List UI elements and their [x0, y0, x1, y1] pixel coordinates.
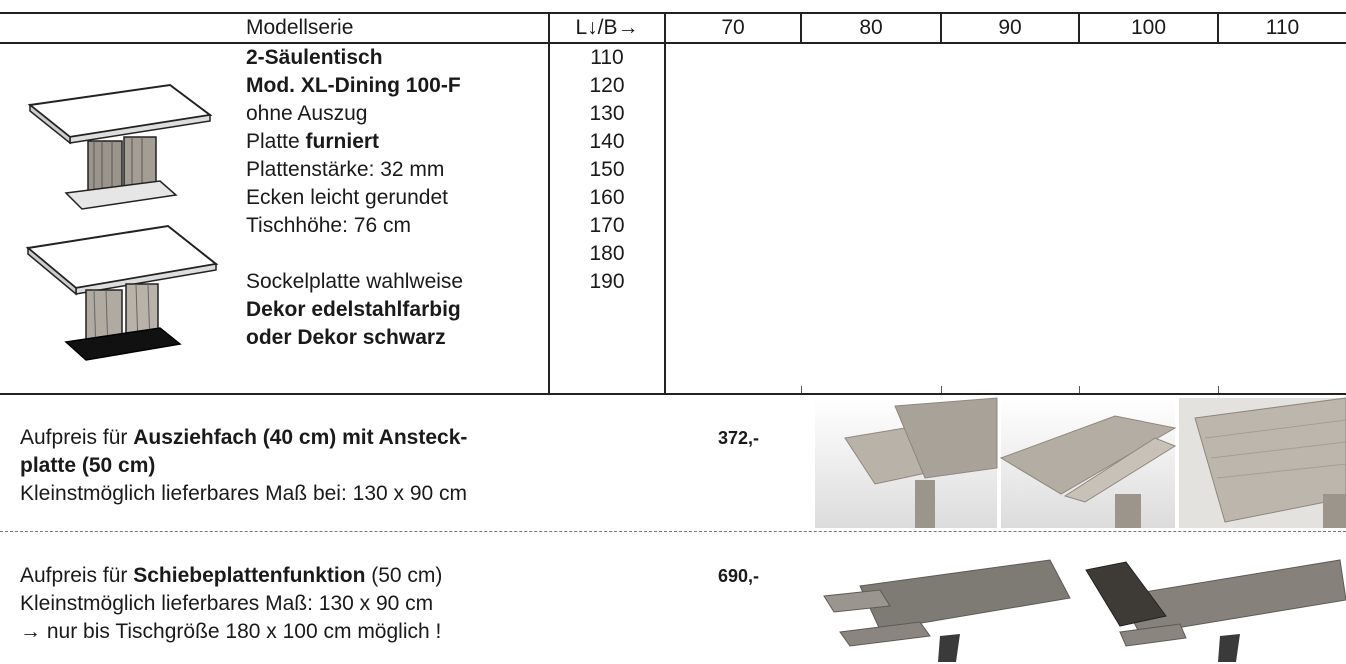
length-120: 120 — [589, 74, 625, 97]
option-sliding-line1: Aufpreis für Schiebeplattenfunktion (50 … — [20, 564, 443, 587]
col-divider-70 — [800, 12, 802, 44]
width-90: 90 — [998, 16, 1022, 39]
length-180: 180 — [589, 242, 625, 265]
length-190: 190 — [589, 270, 625, 293]
length-list: 110 120 130 140 150 160 170 180 190 — [582, 44, 632, 296]
product-line-extension: ohne Auszug — [246, 102, 368, 125]
product-line-corners: Ecken leicht gerundet — [246, 186, 448, 209]
extension-leaf-photos — [815, 397, 1346, 528]
axis-header: L↓/B→ — [575, 16, 639, 39]
table-black-base-illustration-icon — [25, 224, 219, 361]
product-line-base: Sockelplatte wahlweise — [246, 270, 464, 293]
width-100: 100 — [1130, 16, 1167, 39]
table-illustration-icon — [27, 83, 213, 210]
product-line-veneer: Platte furniert — [246, 130, 380, 153]
main-row-bottom-border — [0, 393, 1346, 395]
col-divider-axis — [664, 12, 666, 394]
model-header: Modellserie — [246, 16, 354, 39]
product-line-spacer — [246, 240, 463, 268]
col-divider-model — [548, 12, 550, 394]
table-top-border — [0, 12, 1346, 14]
col-divider-100 — [1217, 12, 1219, 44]
option-extension-line2: platte (50 cm) — [20, 454, 156, 477]
length-160: 160 — [589, 186, 625, 209]
col-divider-80 — [940, 12, 942, 44]
option-extension-line1: Aufpreis für Ausziehfach (40 cm) mit Ans… — [20, 426, 468, 449]
col-tick — [801, 386, 802, 393]
option-sliding-text: Aufpreis für Schiebeplattenfunktion (50 … — [20, 562, 442, 646]
length-110: 110 — [590, 46, 624, 69]
width-70: 70 — [721, 16, 745, 39]
width-80: 80 — [859, 16, 883, 39]
option-sliding-note1: Kleinstmöglich lieferbares Maß: 130 x 90… — [20, 592, 434, 615]
option-sliding-note2: → nur bis Tischgröße 180 x 100 cm möglic… — [20, 620, 442, 643]
option-extension-price: 372,- — [718, 428, 760, 448]
length-130: 130 — [589, 102, 625, 125]
product-line-thickness: Plattenstärke: 32 mm — [246, 158, 445, 181]
option-extension-text: Aufpreis für Ausziehfach (40 cm) mit Ans… — [20, 424, 467, 508]
col-tick — [1218, 386, 1219, 393]
product-title-line2: Mod. XL-Dining 100-F — [246, 74, 461, 97]
header-bottom-border — [0, 42, 1346, 44]
section-divider — [0, 531, 1346, 532]
option-extension-note: Kleinstmöglich lieferbares Maß bei: 130 … — [20, 482, 468, 505]
length-150: 150 — [589, 158, 625, 181]
length-140: 140 — [589, 130, 625, 153]
col-divider-90 — [1078, 12, 1080, 44]
sliding-top-photos — [823, 559, 1346, 662]
option-sliding-price: 690,- — [718, 566, 760, 586]
col-tick — [1079, 386, 1080, 393]
product-line-decor1: Dekor edelstahlfarbig — [246, 298, 461, 321]
width-110: 110 — [1265, 16, 1300, 39]
length-170: 170 — [589, 214, 625, 237]
product-description: 2-Säulentisch Mod. XL-Dining 100-F ohne … — [246, 44, 463, 352]
col-tick — [941, 386, 942, 393]
product-line-height: Tischhöhe: 76 cm — [246, 214, 411, 237]
product-title-line1: 2-Säulentisch — [246, 46, 383, 69]
product-line-decor2: oder Dekor schwarz — [246, 326, 446, 349]
